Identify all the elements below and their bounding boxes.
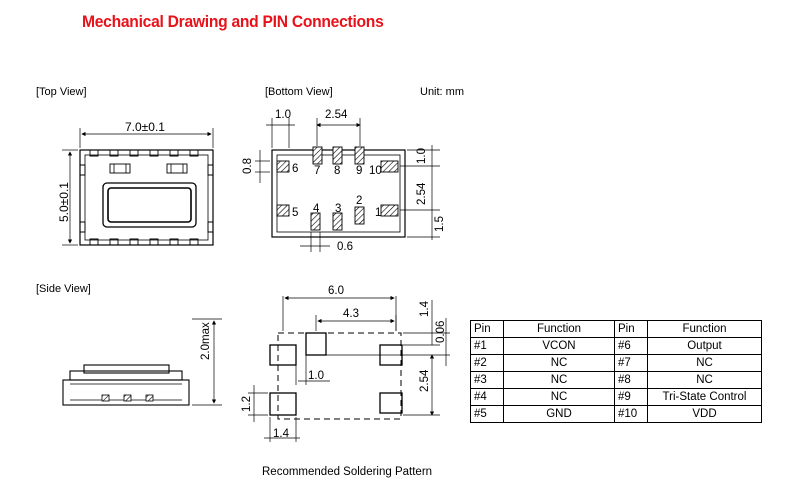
table-cell: NC <box>503 354 615 372</box>
pad-10 <box>380 160 399 173</box>
solder-pad-tm <box>305 332 327 356</box>
solder-dim-1-2: 1.2 <box>241 396 253 412</box>
table-cell: #10 <box>614 405 648 423</box>
pin-label-8: 8 <box>334 165 340 177</box>
top-package-outline <box>79 149 214 246</box>
side-view-label: [Side View] <box>36 283 91 295</box>
pin-label-3: 3 <box>335 203 341 215</box>
pad-2 <box>354 206 365 225</box>
pad-4 <box>310 212 321 231</box>
table-header: Function <box>647 320 762 338</box>
table-cell: Tri-State Control <box>647 388 762 406</box>
page-title: Mechanical Drawing and PIN Connections <box>82 12 384 31</box>
bottom-dim-2-54: 2.54 <box>325 109 348 121</box>
solder-pad-br <box>379 392 403 414</box>
pin-label-4: 4 <box>313 203 320 215</box>
pin-label-10: 10 <box>369 165 382 177</box>
top-view-label: [Top View] <box>36 86 87 98</box>
table-row: #3 NC #8 NC <box>470 371 762 389</box>
bottom-dim-1-0: 1.0 <box>275 109 291 121</box>
table-row: #1 VCON #6 Output <box>470 337 762 355</box>
pad-9 <box>354 146 365 165</box>
table-cell: NC <box>503 388 615 406</box>
solder-dim-2-54: 2.54 <box>419 369 431 392</box>
table-header: Pin <box>470 320 504 338</box>
pad-1 <box>380 204 399 217</box>
footprint-outline <box>277 332 402 420</box>
table-cell: NC <box>647 354 762 372</box>
table-cell: Output <box>647 337 762 355</box>
bottom-dim-right-2-54: 2.54 <box>416 182 428 205</box>
solder-dim-0-06: 0.06 <box>435 321 447 343</box>
pin-label-5: 5 <box>292 207 298 219</box>
solder-dim-1-4: 1.4 <box>419 300 431 317</box>
pad-7 <box>312 146 323 165</box>
table-cell: VDD <box>647 405 762 423</box>
table-header-row: Pin Function Pin Function <box>470 320 762 338</box>
table-cell: #9 <box>614 388 648 406</box>
table-cell: GND <box>503 405 615 423</box>
bottom-view-label: [Bottom View] <box>265 86 333 98</box>
table-cell: NC <box>647 371 762 389</box>
table-cell: #1 <box>470 337 504 355</box>
pin-label-7: 7 <box>314 165 320 177</box>
side-height-dim: 2.0max <box>200 322 212 360</box>
pad-5 <box>276 204 290 217</box>
table-cell: #4 <box>470 388 504 406</box>
table-cell: NC <box>503 371 615 389</box>
bottom-pads <box>276 146 399 231</box>
unit-label: Unit: mm <box>420 86 464 98</box>
pin-label-1: 1 <box>375 207 381 219</box>
pin-label-6: 6 <box>292 163 298 175</box>
side-view <box>62 318 222 406</box>
table-cell: #6 <box>614 337 648 355</box>
table-cell: #3 <box>470 371 504 389</box>
solder-pad-tl <box>269 344 297 366</box>
pad-6 <box>276 160 290 173</box>
table-row: #2 NC #7 NC <box>470 354 762 372</box>
soldering-pattern <box>248 295 450 442</box>
table-cell: VCON <box>503 337 615 355</box>
top-height-dim: 5.0±0.1 <box>57 182 71 222</box>
bottom-dim-0-8: 0.8 <box>242 158 254 174</box>
solder-dim-1-4-bottom: 1.4 <box>273 428 290 440</box>
solder-dim-6-0: 6.0 <box>328 285 344 297</box>
pad-8 <box>332 146 343 165</box>
soldering-caption: Recommended Soldering Pattern <box>262 466 433 478</box>
pin-table: Pin Function Pin Function #1 VCON #6 Out… <box>470 320 762 423</box>
solder-dim-4-3: 4.3 <box>343 308 359 320</box>
top-view <box>62 128 214 246</box>
pin-label-2: 2 <box>356 195 362 207</box>
table-header: Pin <box>614 320 648 338</box>
table-row: #4 NC #9 Tri-State Control <box>470 388 762 406</box>
bottom-dim-0-6: 0.6 <box>337 241 353 253</box>
table-cell: #5 <box>470 405 504 423</box>
pad-3 <box>332 212 343 231</box>
table-header: Function <box>503 320 615 338</box>
table-cell: #2 <box>470 354 504 372</box>
table-cell: #8 <box>614 371 648 389</box>
solder-dim-1-0: 1.0 <box>308 370 324 382</box>
pin-label-9: 9 <box>356 165 362 177</box>
bottom-dim-right-1-0: 1.0 <box>416 148 428 164</box>
table-row: #5 GND #10 VDD <box>470 405 762 423</box>
bottom-dim-right-1-5: 1.5 <box>434 216 446 232</box>
top-width-dim: 7.0±0.1 <box>125 120 165 134</box>
table-cell: #7 <box>614 354 648 372</box>
solder-pad-bl <box>269 392 297 416</box>
